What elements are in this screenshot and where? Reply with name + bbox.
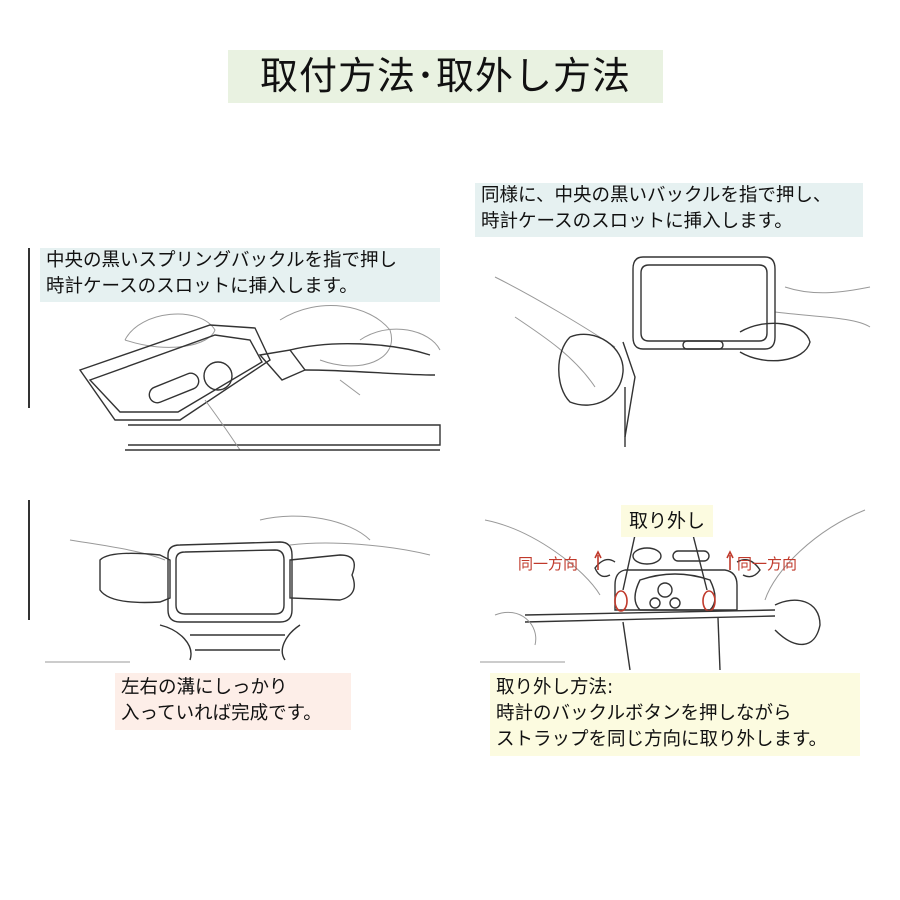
caption-line: 取り外し方法: (496, 677, 614, 698)
step2-caption: 同様に、中央の黒いバックルを指で押し、 時計ケースのスロットに挿入します。 (475, 183, 863, 237)
caption-line: ストラップを同じ方向に取り外します。 (496, 729, 828, 750)
step4-caption: 取り外し方法: 時計のバックルボタンを押しながら ストラップを同じ方向に取り外し… (490, 673, 860, 756)
caption-line: 時計のバックルボタンを押しながら (496, 703, 792, 724)
caption-line: 中央の黒いスプリングバックルを指で押し (46, 250, 397, 271)
step3-illustration (45, 515, 431, 663)
divider (28, 248, 30, 408)
caption-line: 時計ケースのスロットに挿入します。 (46, 276, 358, 297)
step1-illustration (78, 305, 441, 451)
caption-line: 同様に、中央の黒いバックルを指で押し、 (481, 185, 832, 206)
step3-caption: 左右の溝にしっかり 入っていれば完成です。 (115, 673, 351, 730)
same-direction-label-left: 同一方向 (518, 555, 579, 573)
caption-line: 入っていれば完成です。 (121, 703, 322, 724)
page-title: 取付方法･取外し方法 (228, 50, 663, 103)
step1-caption: 中央の黒いスプリングバックルを指で押し 時計ケースのスロットに挿入します。 (40, 248, 440, 302)
remove-label: 取り外し (621, 505, 713, 537)
same-direction-label-right: 同一方向 (737, 555, 798, 573)
caption-line: 左右の溝にしっかり (121, 677, 288, 698)
caption-line: 時計ケースのスロットに挿入します。 (481, 211, 793, 232)
divider (28, 500, 30, 620)
step4-illustration (480, 509, 866, 670)
step2-illustration (494, 256, 871, 447)
